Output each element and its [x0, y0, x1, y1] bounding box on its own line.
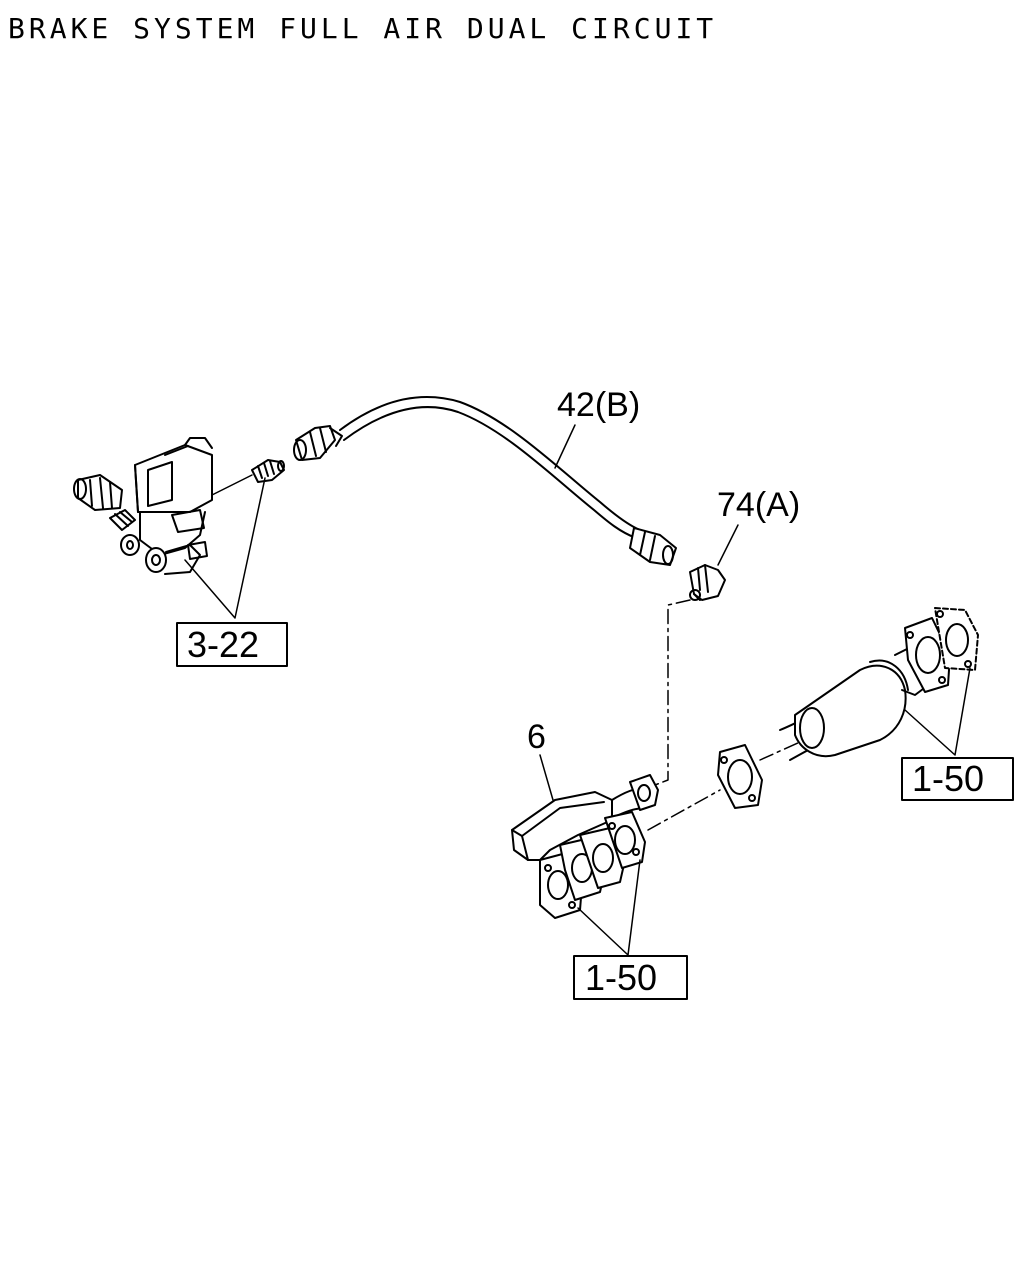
ref-box-1-50-bottom — [573, 955, 688, 1000]
ref-label-valve: 3-22 — [187, 624, 259, 665]
callout-hose: 42(B) — [557, 386, 640, 424]
callout-elbow: 74(A) — [717, 486, 800, 524]
adapter-fitting — [251, 459, 285, 483]
page-title: BRAKE SYSTEM FULL AIR DUAL CIRCUIT — [8, 12, 718, 45]
elbow-fitting — [689, 564, 726, 601]
air-hose — [293, 396, 677, 566]
ref-box-3-22 — [176, 622, 288, 667]
ref-label-exhaust-bottom: 1-50 — [585, 957, 657, 998]
exhaust-pipe — [511, 774, 659, 919]
center-lines — [647, 599, 801, 831]
muffler-section — [717, 607, 979, 809]
ref-box-1-50-right — [901, 757, 1014, 801]
callout-exhaust-pipe: 6 — [527, 718, 546, 756]
valve-assembly — [73, 437, 213, 575]
ref-label-exhaust-right: 1-50 — [912, 758, 984, 799]
